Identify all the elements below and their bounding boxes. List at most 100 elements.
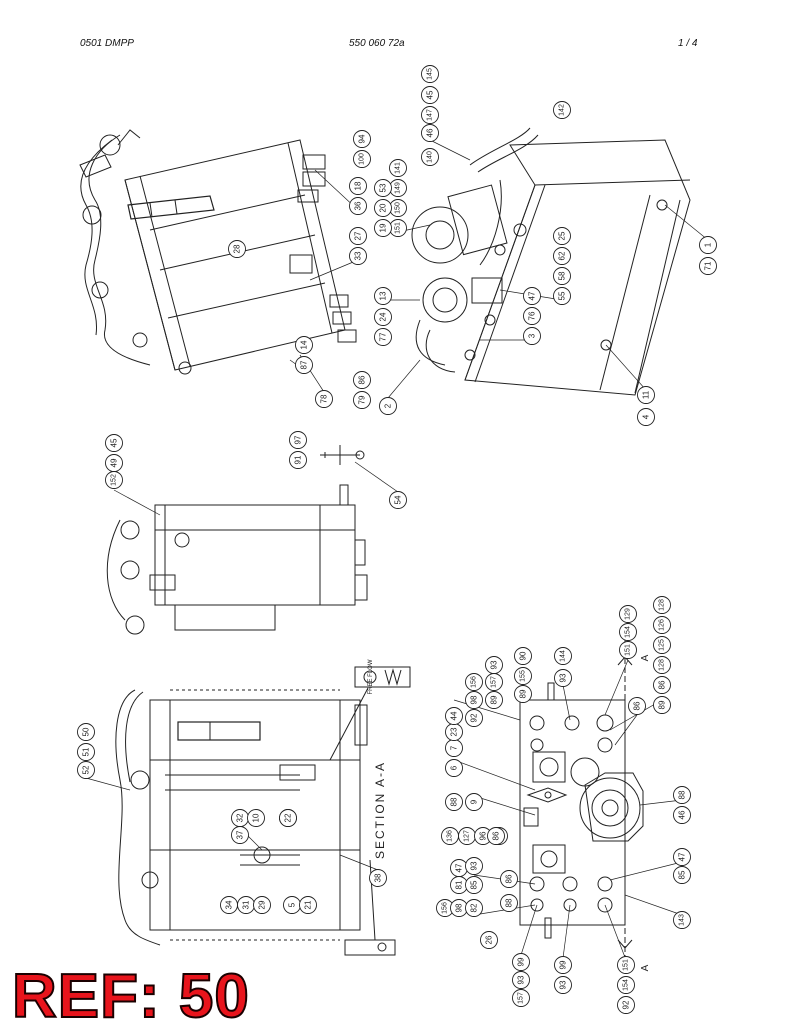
callout-v1-1: 1 bbox=[699, 236, 717, 254]
callout-v1-142: 142 bbox=[553, 101, 571, 119]
callout-v4-44: 44 bbox=[445, 707, 463, 725]
svg-text:81: 81 bbox=[455, 880, 464, 889]
svg-text:47: 47 bbox=[528, 291, 537, 300]
callout-v1-71: 71 bbox=[699, 257, 717, 275]
leader-line bbox=[113, 489, 161, 516]
leader-line bbox=[614, 714, 638, 746]
callout-v1-150: 150 bbox=[389, 199, 407, 217]
svg-text:53: 53 bbox=[379, 183, 388, 192]
callout-v4-82: 82 bbox=[465, 899, 483, 917]
svg-text:46: 46 bbox=[678, 810, 687, 819]
svg-text:86: 86 bbox=[492, 831, 501, 840]
callout-v4-156: 156 bbox=[465, 673, 483, 691]
callout-v4-93: 93 bbox=[512, 971, 530, 989]
svg-text:85: 85 bbox=[470, 880, 479, 889]
svg-text:155: 155 bbox=[520, 670, 527, 682]
callout-v1-53: 53 bbox=[374, 179, 392, 197]
callout-v1-147: 147 bbox=[421, 106, 439, 124]
callout-v4-88: 88 bbox=[500, 894, 518, 912]
svg-text:145: 145 bbox=[427, 68, 434, 80]
svg-text:21: 21 bbox=[304, 900, 313, 909]
callout-v4-9: 9 bbox=[465, 793, 483, 811]
callout-v1-58: 58 bbox=[553, 267, 571, 285]
svg-text:89: 89 bbox=[658, 700, 667, 709]
callout-v4-23: 23 bbox=[445, 723, 463, 741]
svg-text:126: 126 bbox=[659, 619, 666, 631]
callout-v4-89: 89 bbox=[485, 691, 503, 709]
callout-v4-88: 88 bbox=[445, 793, 463, 811]
callout-v1-28: 28 bbox=[228, 240, 246, 258]
callout-v4-81: 81 bbox=[450, 876, 468, 894]
svg-text:86: 86 bbox=[633, 701, 642, 710]
callout-v3-52: 52 bbox=[77, 761, 95, 779]
svg-text:88: 88 bbox=[678, 790, 687, 799]
svg-text:77: 77 bbox=[379, 332, 388, 341]
svg-text:10: 10 bbox=[252, 813, 261, 822]
svg-text:26: 26 bbox=[485, 935, 494, 944]
svg-text:151: 151 bbox=[623, 959, 630, 971]
svg-text:3: 3 bbox=[528, 333, 537, 338]
side-view bbox=[106, 445, 368, 635]
callout-v1-3: 3 bbox=[523, 327, 541, 345]
svg-text:24: 24 bbox=[379, 312, 388, 321]
callout-v4-151: 151 bbox=[619, 641, 637, 659]
svg-text:7: 7 bbox=[450, 745, 459, 750]
svg-text:144: 144 bbox=[560, 650, 567, 662]
callout-v1-151: 151 bbox=[389, 219, 407, 237]
svg-text:92: 92 bbox=[622, 1000, 631, 1009]
svg-text:143: 143 bbox=[679, 914, 686, 926]
callout-v2-45: 45 bbox=[105, 434, 123, 452]
svg-text:25: 25 bbox=[558, 231, 567, 240]
callout-v4-92: 92 bbox=[617, 996, 635, 1014]
callout-v2-97: 97 bbox=[289, 431, 307, 449]
svg-text:55: 55 bbox=[558, 291, 567, 300]
callout-v1-76: 76 bbox=[523, 307, 541, 325]
callout-v3-38: 38 bbox=[369, 869, 387, 887]
callout-v1-79: 79 bbox=[353, 391, 371, 409]
leader-line bbox=[664, 204, 709, 241]
callout-v1-25: 25 bbox=[553, 227, 571, 245]
drawing-code: 0501 DMPP bbox=[80, 38, 134, 49]
callout-v4-47: 47 bbox=[450, 859, 468, 877]
svg-text:47: 47 bbox=[678, 852, 687, 861]
svg-text:147: 147 bbox=[427, 109, 434, 121]
callout-v1-24: 24 bbox=[374, 308, 392, 326]
svg-text:156: 156 bbox=[471, 676, 478, 688]
svg-text:33: 33 bbox=[354, 251, 363, 260]
part-number: 550 060 72a bbox=[349, 38, 405, 49]
svg-text:22: 22 bbox=[284, 813, 293, 822]
svg-text:11: 11 bbox=[642, 390, 651, 399]
svg-text:151: 151 bbox=[395, 222, 402, 234]
callout-v1-20: 20 bbox=[374, 199, 392, 217]
callout-v4-128: 128 bbox=[653, 596, 671, 614]
svg-text:38: 38 bbox=[374, 873, 383, 882]
callout-v4-86: 86 bbox=[487, 827, 505, 845]
front-view bbox=[519, 640, 644, 960]
svg-text:154: 154 bbox=[623, 979, 630, 991]
callout-v1-86: 86 bbox=[353, 371, 371, 389]
svg-text:157: 157 bbox=[491, 676, 498, 688]
ref-label: REF: 50 bbox=[11, 961, 250, 1032]
callout-v4-143: 143 bbox=[673, 911, 691, 929]
svg-text:93: 93 bbox=[559, 980, 568, 989]
svg-text:88: 88 bbox=[450, 797, 459, 806]
leader-line bbox=[562, 904, 571, 959]
callout-v4-155: 155 bbox=[514, 667, 532, 685]
svg-text:136: 136 bbox=[447, 830, 454, 842]
callout-v4-128: 128 bbox=[653, 656, 671, 674]
callout-v4-126: 126 bbox=[653, 616, 671, 634]
callout-v3-31: 31 bbox=[237, 896, 255, 914]
svg-text:128: 128 bbox=[659, 599, 666, 611]
leader-line bbox=[387, 359, 421, 399]
callout-v3-5: 5 bbox=[283, 896, 301, 914]
callout-v4-157: 157 bbox=[512, 989, 530, 1007]
svg-text:82: 82 bbox=[470, 903, 479, 912]
callout-v1-36: 36 bbox=[349, 197, 367, 215]
svg-text:90: 90 bbox=[519, 651, 528, 660]
svg-text:86: 86 bbox=[658, 680, 667, 689]
callout-bubbles: 1454514746142140141149150151941005320191… bbox=[77, 65, 717, 1014]
svg-text:19: 19 bbox=[379, 223, 388, 232]
callout-v4-86: 86 bbox=[500, 870, 518, 888]
svg-text:9: 9 bbox=[470, 799, 479, 804]
